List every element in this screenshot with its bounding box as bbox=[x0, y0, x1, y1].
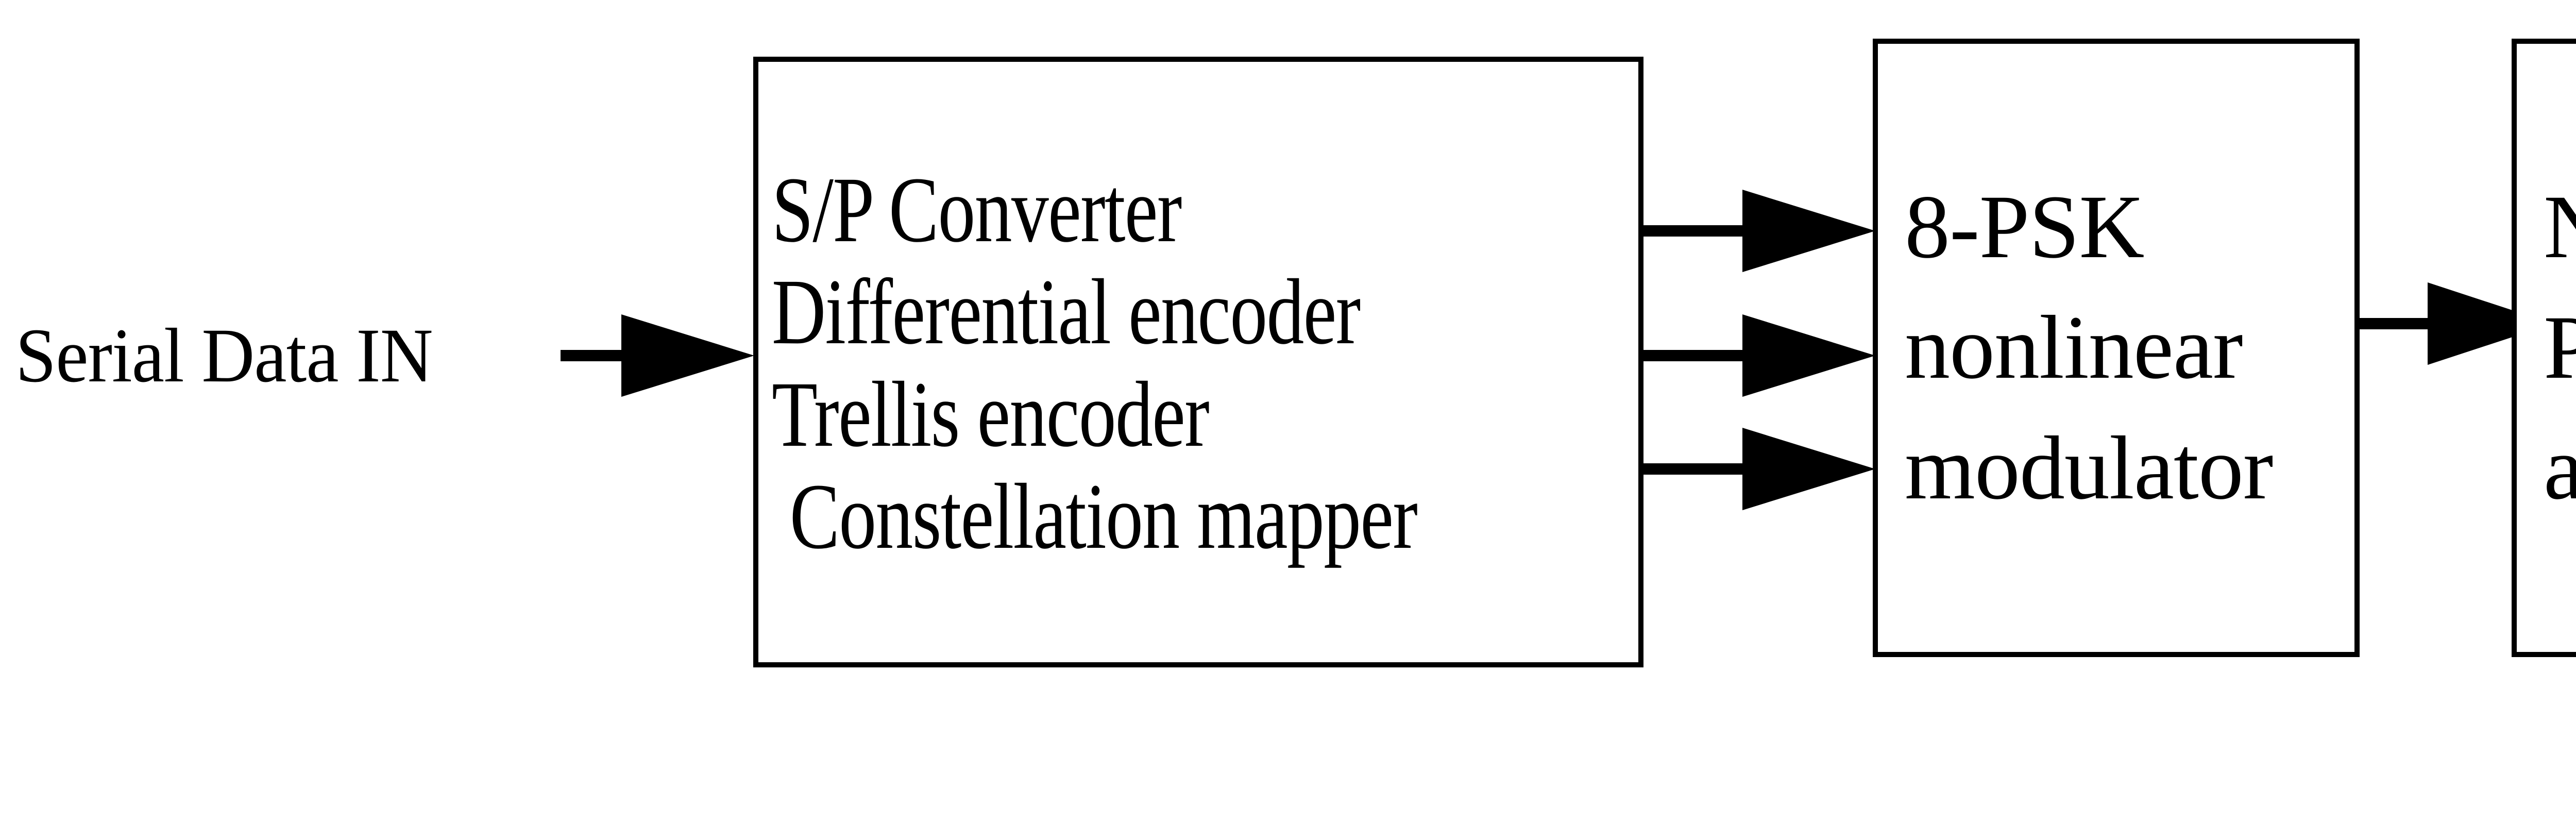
block-modulator-lines: 8-PSK nonlinear modulator bbox=[1878, 167, 2354, 529]
arrow-head-icon bbox=[1742, 190, 1875, 272]
block-amplifier-lines: Nonlinear Power amplifier bbox=[2517, 167, 2576, 529]
block-modulator-line-3: modulator bbox=[1905, 418, 2273, 519]
arrow-shaft bbox=[1643, 225, 1754, 237]
block-encoder[interactable]: S/P Converter Differential encoder Trell… bbox=[753, 57, 1643, 667]
arrow-shaft bbox=[1643, 350, 1754, 361]
block-amplifier-line-3: amplifier bbox=[2544, 418, 2576, 519]
block-amplifier[interactable]: Nonlinear Power amplifier bbox=[2512, 39, 2576, 657]
arrow-head-icon bbox=[1742, 314, 1875, 397]
block-encoder-line-1: S/P Converter bbox=[772, 158, 1182, 262]
block-encoder-line-2: Differential encoder bbox=[772, 260, 1361, 364]
block-encoder-line-4: Constellation mapper bbox=[772, 464, 1418, 568]
arrow-shaft bbox=[1643, 463, 1754, 475]
block-modulator[interactable]: 8-PSK nonlinear modulator bbox=[1873, 39, 2360, 657]
arrow-head-icon bbox=[1742, 428, 1875, 510]
arrow-shaft bbox=[2339, 318, 2439, 329]
block-modulator-line-2: nonlinear bbox=[1905, 297, 2243, 398]
block-modulator-line-1: 8-PSK bbox=[1905, 176, 2144, 277]
block-amplifier-line-1: Nonlinear bbox=[2544, 167, 2576, 288]
input-label-serial-data-in: Serial Data IN bbox=[15, 313, 433, 398]
block-encoder-lines: S/P Converter Differential encoder Trell… bbox=[758, 159, 1638, 568]
arrow-head-icon bbox=[621, 314, 754, 397]
arrow-shaft bbox=[561, 350, 633, 361]
block-amplifier-line-2: Power bbox=[2544, 297, 2576, 398]
block-encoder-line-3: Trellis encoder bbox=[772, 362, 1210, 466]
